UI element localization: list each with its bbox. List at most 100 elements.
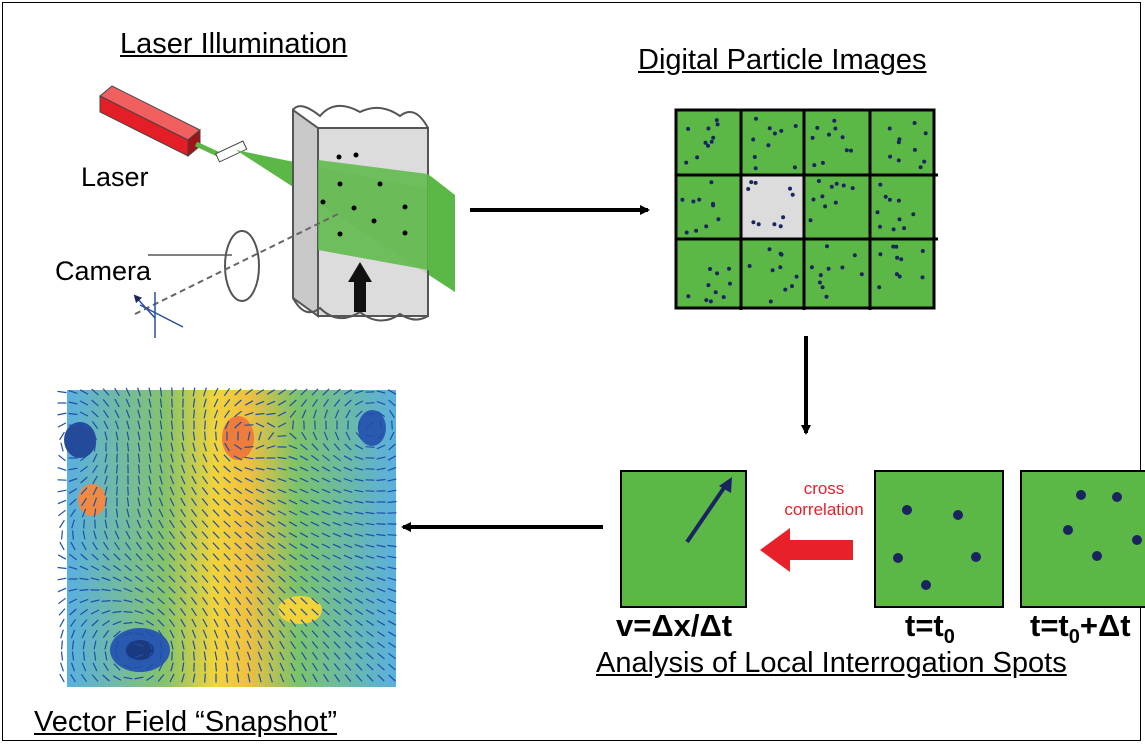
velocity-vector bbox=[311, 619, 319, 627]
velocity-vector bbox=[366, 421, 374, 429]
velocity-vector bbox=[157, 586, 165, 594]
particle-dot bbox=[820, 194, 825, 199]
velocity-vector bbox=[344, 443, 352, 451]
velocity-vector bbox=[181, 453, 185, 463]
velocity-vector bbox=[387, 466, 397, 472]
velocity-vector bbox=[313, 409, 317, 419]
velocity-vector bbox=[204, 420, 206, 430]
velocity-vector bbox=[332, 521, 342, 527]
velocity-vector bbox=[299, 477, 309, 483]
velocity-vector bbox=[134, 654, 144, 658]
particle-dot bbox=[728, 281, 732, 286]
velocity-vector bbox=[191, 618, 197, 628]
velocity-vector bbox=[137, 409, 141, 419]
velocity-vector bbox=[244, 488, 254, 494]
velocity-vector bbox=[234, 388, 242, 396]
velocity-vector bbox=[79, 400, 89, 406]
velocity-vector bbox=[225, 662, 229, 672]
velocity-vector bbox=[202, 453, 208, 463]
velocity-vector bbox=[68, 390, 78, 394]
analysis-title: Analysis of Local Interrogation Spots bbox=[596, 647, 1067, 679]
velocity-vector bbox=[321, 488, 331, 494]
particle-dot bbox=[753, 180, 758, 185]
velocity-vector bbox=[266, 389, 276, 395]
velocity-vector bbox=[311, 630, 319, 638]
velocity-vector bbox=[288, 510, 298, 516]
velocity-vector bbox=[289, 388, 297, 396]
velocity-vector bbox=[115, 508, 119, 518]
velocity-vector bbox=[343, 455, 353, 461]
velocity-vector bbox=[388, 663, 396, 671]
velocity-vector bbox=[71, 651, 75, 661]
velocity-vector bbox=[376, 478, 386, 482]
velocity-vector bbox=[277, 499, 287, 505]
velocity-vector bbox=[102, 674, 110, 682]
velocity-vector bbox=[245, 553, 253, 561]
velocity-vector bbox=[101, 620, 111, 626]
velocity-vector bbox=[102, 388, 110, 396]
velocity-vector bbox=[68, 467, 78, 471]
velocity-vector bbox=[158, 497, 164, 507]
velocity-vector bbox=[354, 456, 364, 460]
particle-dot bbox=[823, 204, 828, 209]
velocity-vector bbox=[267, 564, 275, 572]
velocity-vector bbox=[376, 533, 386, 537]
particle-dot bbox=[691, 199, 696, 204]
velocity-vector bbox=[288, 499, 298, 505]
velocity-vector bbox=[204, 431, 206, 441]
velocity-vector bbox=[267, 575, 275, 583]
particle-dot bbox=[783, 287, 788, 292]
velocity-vector bbox=[61, 530, 63, 540]
velocity-vector bbox=[266, 510, 276, 516]
velocity-vector bbox=[365, 555, 375, 559]
velocity-vector bbox=[91, 388, 99, 396]
velocity-vector bbox=[179, 608, 187, 616]
velocity-vector bbox=[179, 597, 187, 605]
velocity-vector bbox=[212, 476, 220, 484]
velocity-vector bbox=[124, 564, 132, 572]
velocity-vector bbox=[223, 564, 231, 572]
velocity-vector bbox=[104, 431, 108, 441]
velocity-vector bbox=[169, 673, 175, 683]
velocity-vector bbox=[333, 443, 341, 451]
velocity-vector bbox=[148, 486, 152, 496]
particle-dot bbox=[895, 255, 900, 260]
velocity-vector bbox=[245, 564, 253, 572]
velocity-vector bbox=[180, 629, 186, 639]
velocity-vector bbox=[344, 399, 352, 407]
velocity-vector bbox=[137, 475, 141, 485]
particle-dot bbox=[911, 212, 916, 217]
laser-device-icon bbox=[99, 85, 201, 158]
velocity-vector bbox=[116, 486, 118, 496]
velocity-vector bbox=[60, 629, 64, 639]
velocity-vector bbox=[168, 597, 176, 605]
velocity-vector bbox=[310, 510, 320, 516]
particle-dot bbox=[686, 294, 691, 299]
velocity-vector bbox=[192, 431, 196, 441]
velocity-vector bbox=[123, 664, 133, 670]
velocity-vector bbox=[387, 478, 397, 482]
velocity-vector bbox=[387, 389, 397, 395]
velocity-vector bbox=[344, 630, 352, 638]
velocity-vector bbox=[134, 665, 144, 669]
velocity-vector bbox=[244, 477, 254, 483]
velocity-vector bbox=[332, 488, 342, 494]
velocity-vector bbox=[255, 520, 265, 528]
velocity-vector bbox=[181, 640, 185, 650]
velocity-vector bbox=[81, 541, 87, 551]
velocity-vector bbox=[288, 532, 298, 538]
velocity-vector bbox=[234, 597, 242, 605]
velocity-vector bbox=[322, 597, 330, 605]
velocity-vector bbox=[267, 618, 275, 628]
velocity-vector bbox=[289, 410, 297, 418]
velocity-vector bbox=[179, 586, 187, 594]
velocity-vector bbox=[126, 431, 130, 441]
velocity-vector bbox=[301, 409, 307, 419]
velocity-vector bbox=[158, 662, 164, 672]
velocity-vector bbox=[179, 564, 187, 572]
particle-dot bbox=[896, 140, 901, 145]
velocity-vector bbox=[311, 388, 319, 396]
velocity-vector bbox=[80, 476, 88, 484]
particle-dot bbox=[778, 224, 783, 229]
